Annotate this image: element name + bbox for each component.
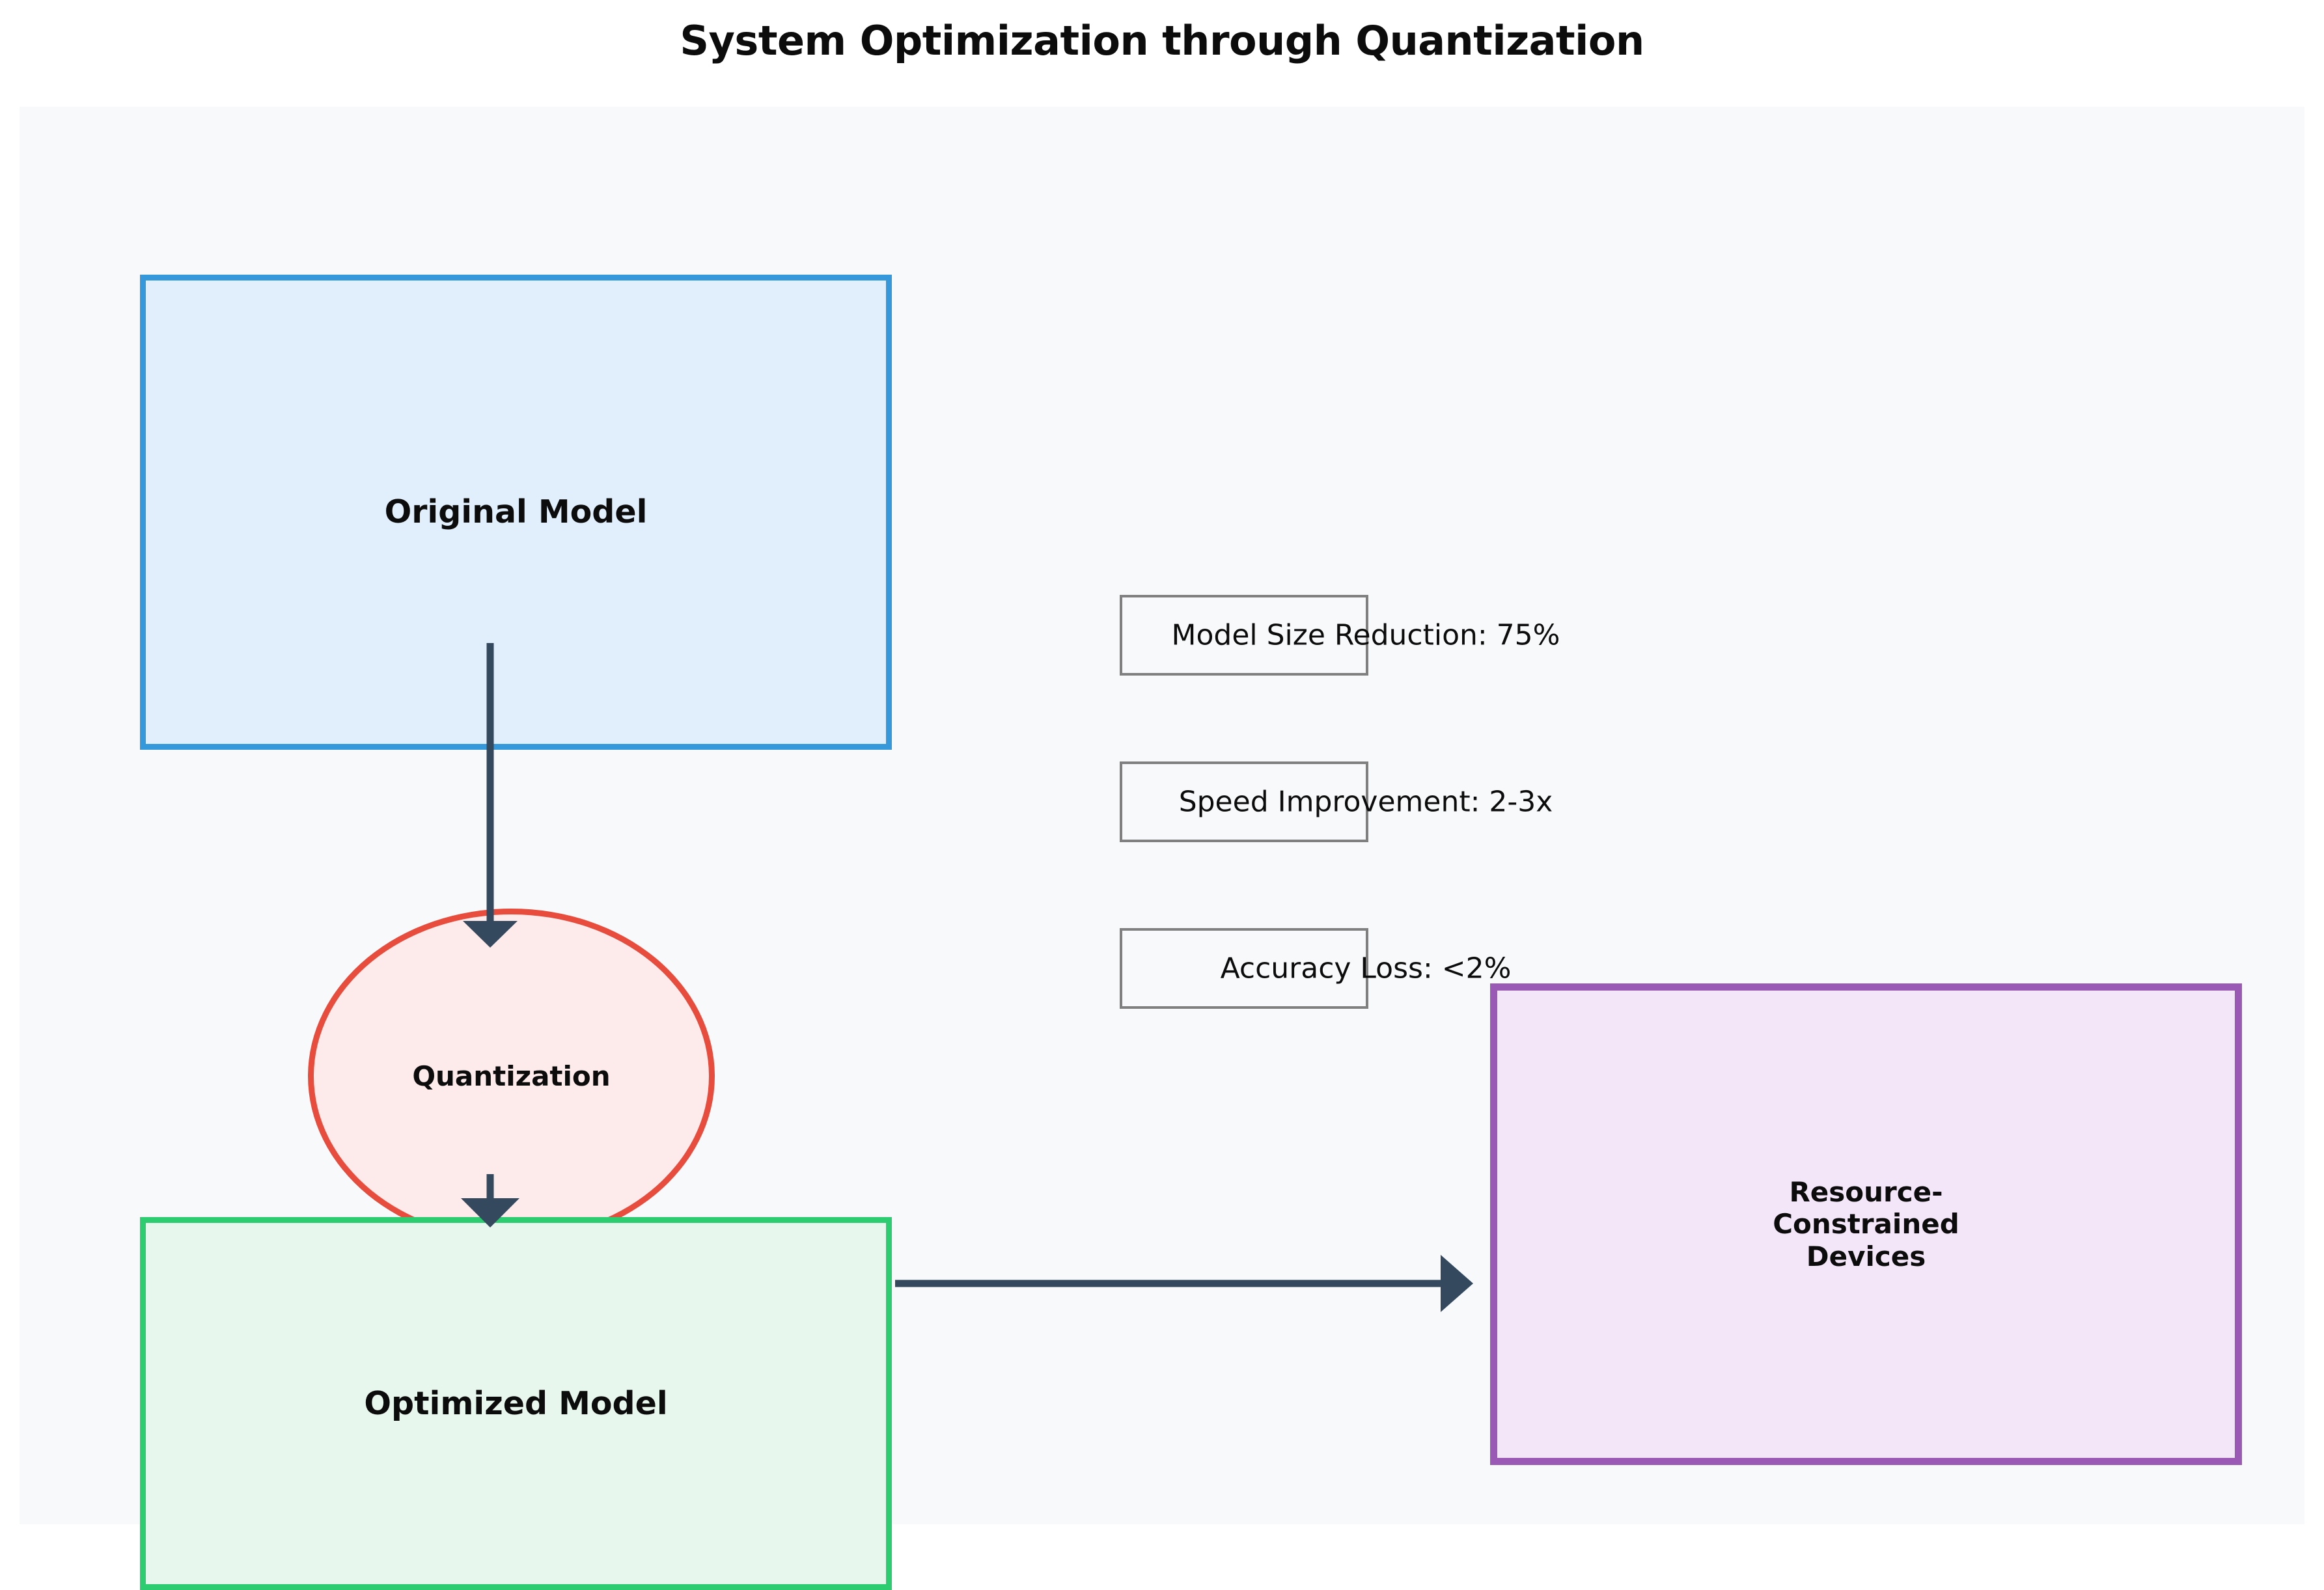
node-original-model[interactable]: Original Model <box>140 275 892 750</box>
annotation-model-size-reduction: Model Size Reduction: 75% <box>1120 595 1560 676</box>
diagram-canvas: Original Model Quantization Optimized Mo… <box>20 107 2304 1590</box>
node-quantization[interactable]: Quantization <box>308 909 715 1244</box>
page-title: System Optimization through Quantization <box>680 17 1644 64</box>
annotation-speed-improvement: Speed Improvement: 2-3x <box>1120 761 1553 842</box>
annotation-accuracy-loss-text: Accuracy Loss: <2% <box>1220 952 1512 985</box>
node-quantization-label: Quantization <box>412 1060 611 1092</box>
annotation-accuracy-loss: Accuracy Loss: <2% <box>1120 928 1511 1009</box>
edge-optimized-to-devices-icon <box>895 1255 1473 1312</box>
node-original-model-label: Original Model <box>384 493 648 531</box>
node-resource-devices[interactable]: Resource- Constrained Devices <box>1490 983 2242 1465</box>
node-resource-devices-label: Resource- Constrained Devices <box>1773 1175 1959 1272</box>
node-optimized-model-label: Optimized Model <box>364 1384 668 1422</box>
annotation-model-size-reduction-text: Model Size Reduction: 75% <box>1171 618 1560 652</box>
annotation-speed-improvement-text: Speed Improvement: 2-3x <box>1178 785 1553 819</box>
node-optimized-model[interactable]: Optimized Model <box>140 1217 892 1590</box>
